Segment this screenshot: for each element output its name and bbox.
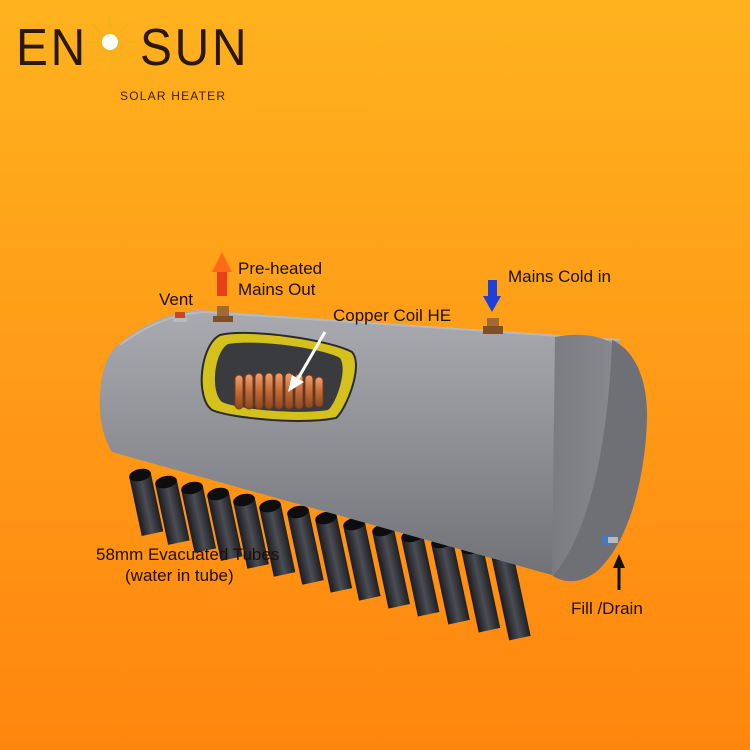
fill-drain-label: Fill /Drain (571, 599, 643, 618)
brand-name-left: EN (16, 19, 88, 77)
copper-coil-label: Copper Coil HE (333, 306, 452, 325)
vent-label: Vent (159, 290, 194, 309)
copper-coil (234, 372, 324, 410)
preheated-label-line1: Pre-heated (238, 259, 323, 278)
coil-pointer-arrow-icon (288, 331, 327, 392)
hot-outlet-fitting (213, 306, 233, 322)
preheated-label-line2: Mains Out (238, 280, 316, 299)
drain-fitting (602, 535, 618, 545)
cold-inlet-fitting (483, 318, 503, 334)
evacuated-tubes (129, 468, 531, 641)
cold-in-arrow-icon (483, 280, 501, 312)
tubes-label-line2: (water in tube) (125, 566, 234, 585)
brand-name-right: SUN (140, 19, 250, 77)
tubes-label-line1: 58mm Evacuated Tubes (96, 545, 280, 564)
drain-arrow-icon (613, 554, 625, 590)
sun-logo-icon (82, 14, 138, 70)
mains-cold-label: Mains Cold in (508, 267, 611, 286)
vent-fitting (173, 312, 187, 322)
hot-out-arrow-icon (212, 252, 232, 296)
brand-tagline: SOLAR HEATER (120, 89, 227, 103)
